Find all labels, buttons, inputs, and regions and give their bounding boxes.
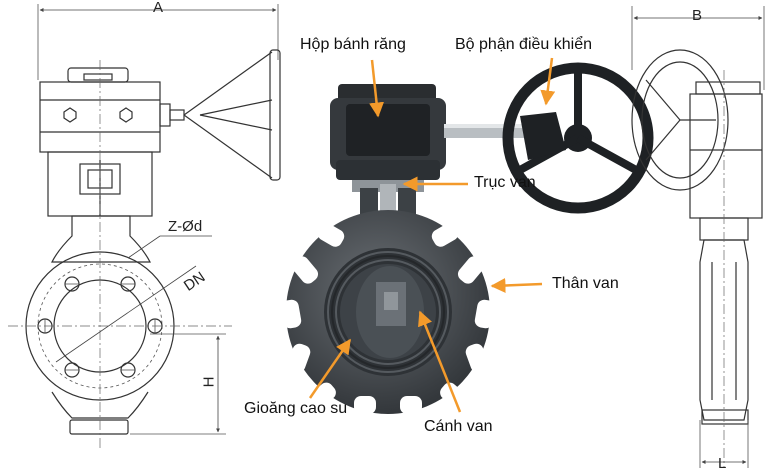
label-seat: Gioăng cao su <box>244 400 348 417</box>
dimension-bolt-holes: Z-Ød <box>168 218 203 235</box>
arrow-body <box>490 277 543 293</box>
dimension-h: H <box>200 376 218 388</box>
label-gearbox: Hộp bánh răng <box>300 36 406 53</box>
dimension-a: A <box>153 0 164 16</box>
arrow-handwheel <box>540 57 556 106</box>
label-disc: Cánh van <box>424 418 493 435</box>
label-body: Thân van <box>552 275 619 292</box>
label-stem: Trục van <box>474 174 536 191</box>
arrow-seat <box>308 338 352 399</box>
label-handwheel: Bộ phận điều khiển <box>455 36 592 53</box>
arrow-disc <box>418 310 462 413</box>
dimension-b: B <box>692 7 703 24</box>
arrow-gearbox <box>369 59 385 118</box>
callout-arrows <box>308 57 556 413</box>
front-view-drawing <box>8 4 281 450</box>
side-view-drawing <box>631 6 765 468</box>
valve-illustration <box>280 62 654 414</box>
dimension-l: L <box>718 455 727 472</box>
